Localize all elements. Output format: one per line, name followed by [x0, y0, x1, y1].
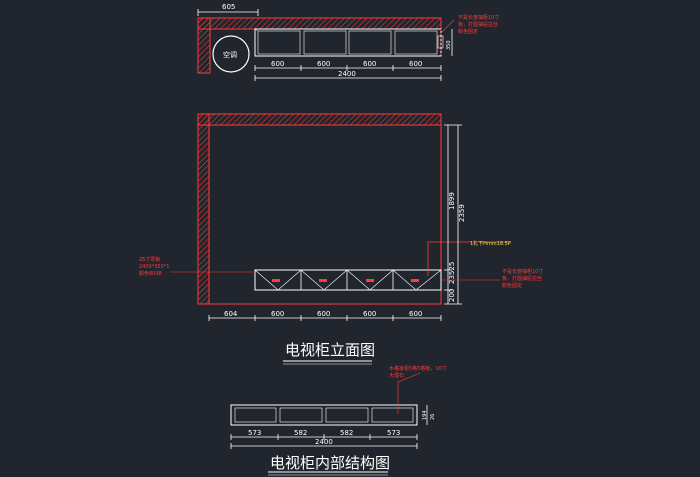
interior-note-1: 木格家柜5格5格板，10寸: [389, 365, 447, 372]
elevation-wall-top: [197, 113, 442, 126]
plan-dim-605: 605: [222, 3, 235, 11]
plan-dim-module-1: 600: [271, 60, 284, 68]
interior-dim-573-left: 573: [248, 429, 261, 437]
plan-dim-module-3: 600: [363, 60, 376, 68]
plan-dim-module-2: 600: [317, 60, 330, 68]
interior-dim-total: 2400: [315, 438, 333, 446]
elevation-wall-left: [197, 113, 210, 305]
air-conditioner-circle: [212, 35, 250, 73]
interior-dim-194: 194: [422, 410, 428, 420]
plan-dim-total: 2400: [338, 70, 356, 78]
elevation-dim-module-1: 600: [271, 310, 284, 318]
elevation-dim-1899: 1899: [448, 192, 456, 210]
plan-view: 605 空调 350 600 600 600 600: [197, 3, 499, 81]
handle-4: [411, 279, 419, 282]
plan-dim-module-4: 600: [409, 60, 422, 68]
interior-dim-582-right: 582: [340, 429, 353, 437]
elevation-dim-module-4: 600: [409, 310, 422, 318]
elevation-dim-200: 200: [448, 289, 456, 302]
interior-title: 电视柜内部结构图: [270, 454, 390, 472]
elevation-wall-outline: [208, 124, 442, 305]
elevation-dim-module-3: 600: [363, 310, 376, 318]
elevation-cabinet: [254, 269, 442, 291]
plan-note-line-3: 颜色固定: [458, 28, 478, 35]
elevation-note-left-1: 25寸厚板: [139, 256, 160, 263]
elevation-dim-2359: 2359: [458, 204, 466, 222]
handle-2: [319, 279, 327, 282]
elevation-note-right-2: 板，打圆抽屉拉丝: [502, 275, 542, 282]
elevation-note-left-2: 2400*350*1: [139, 264, 169, 270]
interior-view: 木格家柜5格5格板，10寸 大理石 194 26 573 582 582 573…: [230, 365, 447, 476]
air-conditioner-label: 空调: [223, 50, 237, 59]
handle-3: [366, 279, 374, 282]
elevation-view: 1扎下Hmm18.5P 1899 2359 23525 200 604 600 …: [139, 113, 543, 365]
plan-cabinet: [254, 28, 442, 57]
plan-note-line-2: 板，打圆抽屉拉丝: [458, 21, 498, 28]
elevation-note-mid: 1扎下Hmm18.5P: [470, 240, 511, 247]
elevation-title: 电视柜立面图: [285, 341, 375, 359]
plan-dim-350: 350: [446, 40, 452, 50]
elevation-dim-604: 604: [224, 310, 238, 318]
elevation-note-right-3: 颜色固定: [502, 282, 522, 289]
interior-cabinet: [230, 404, 418, 426]
interior-note-2: 大理石: [389, 372, 404, 379]
interior-dim-26: 26: [430, 414, 436, 420]
elevation-dim-module-2: 600: [317, 310, 330, 318]
elevation-note-left-3: 颜色8008: [139, 270, 162, 277]
interior-dim-573-right: 573: [387, 429, 400, 437]
handle-1: [272, 279, 280, 282]
elevation-note-right-1: 不是长度抽柜10寸: [502, 268, 543, 275]
interior-dim-582-left: 582: [294, 429, 307, 437]
elevation-dim-23525: 23525: [448, 262, 456, 284]
plan-note-line-1: 不是长度抽柜10寸: [458, 14, 499, 21]
plan-wall-top: [197, 17, 442, 30]
plan-wall-left: [197, 17, 211, 74]
